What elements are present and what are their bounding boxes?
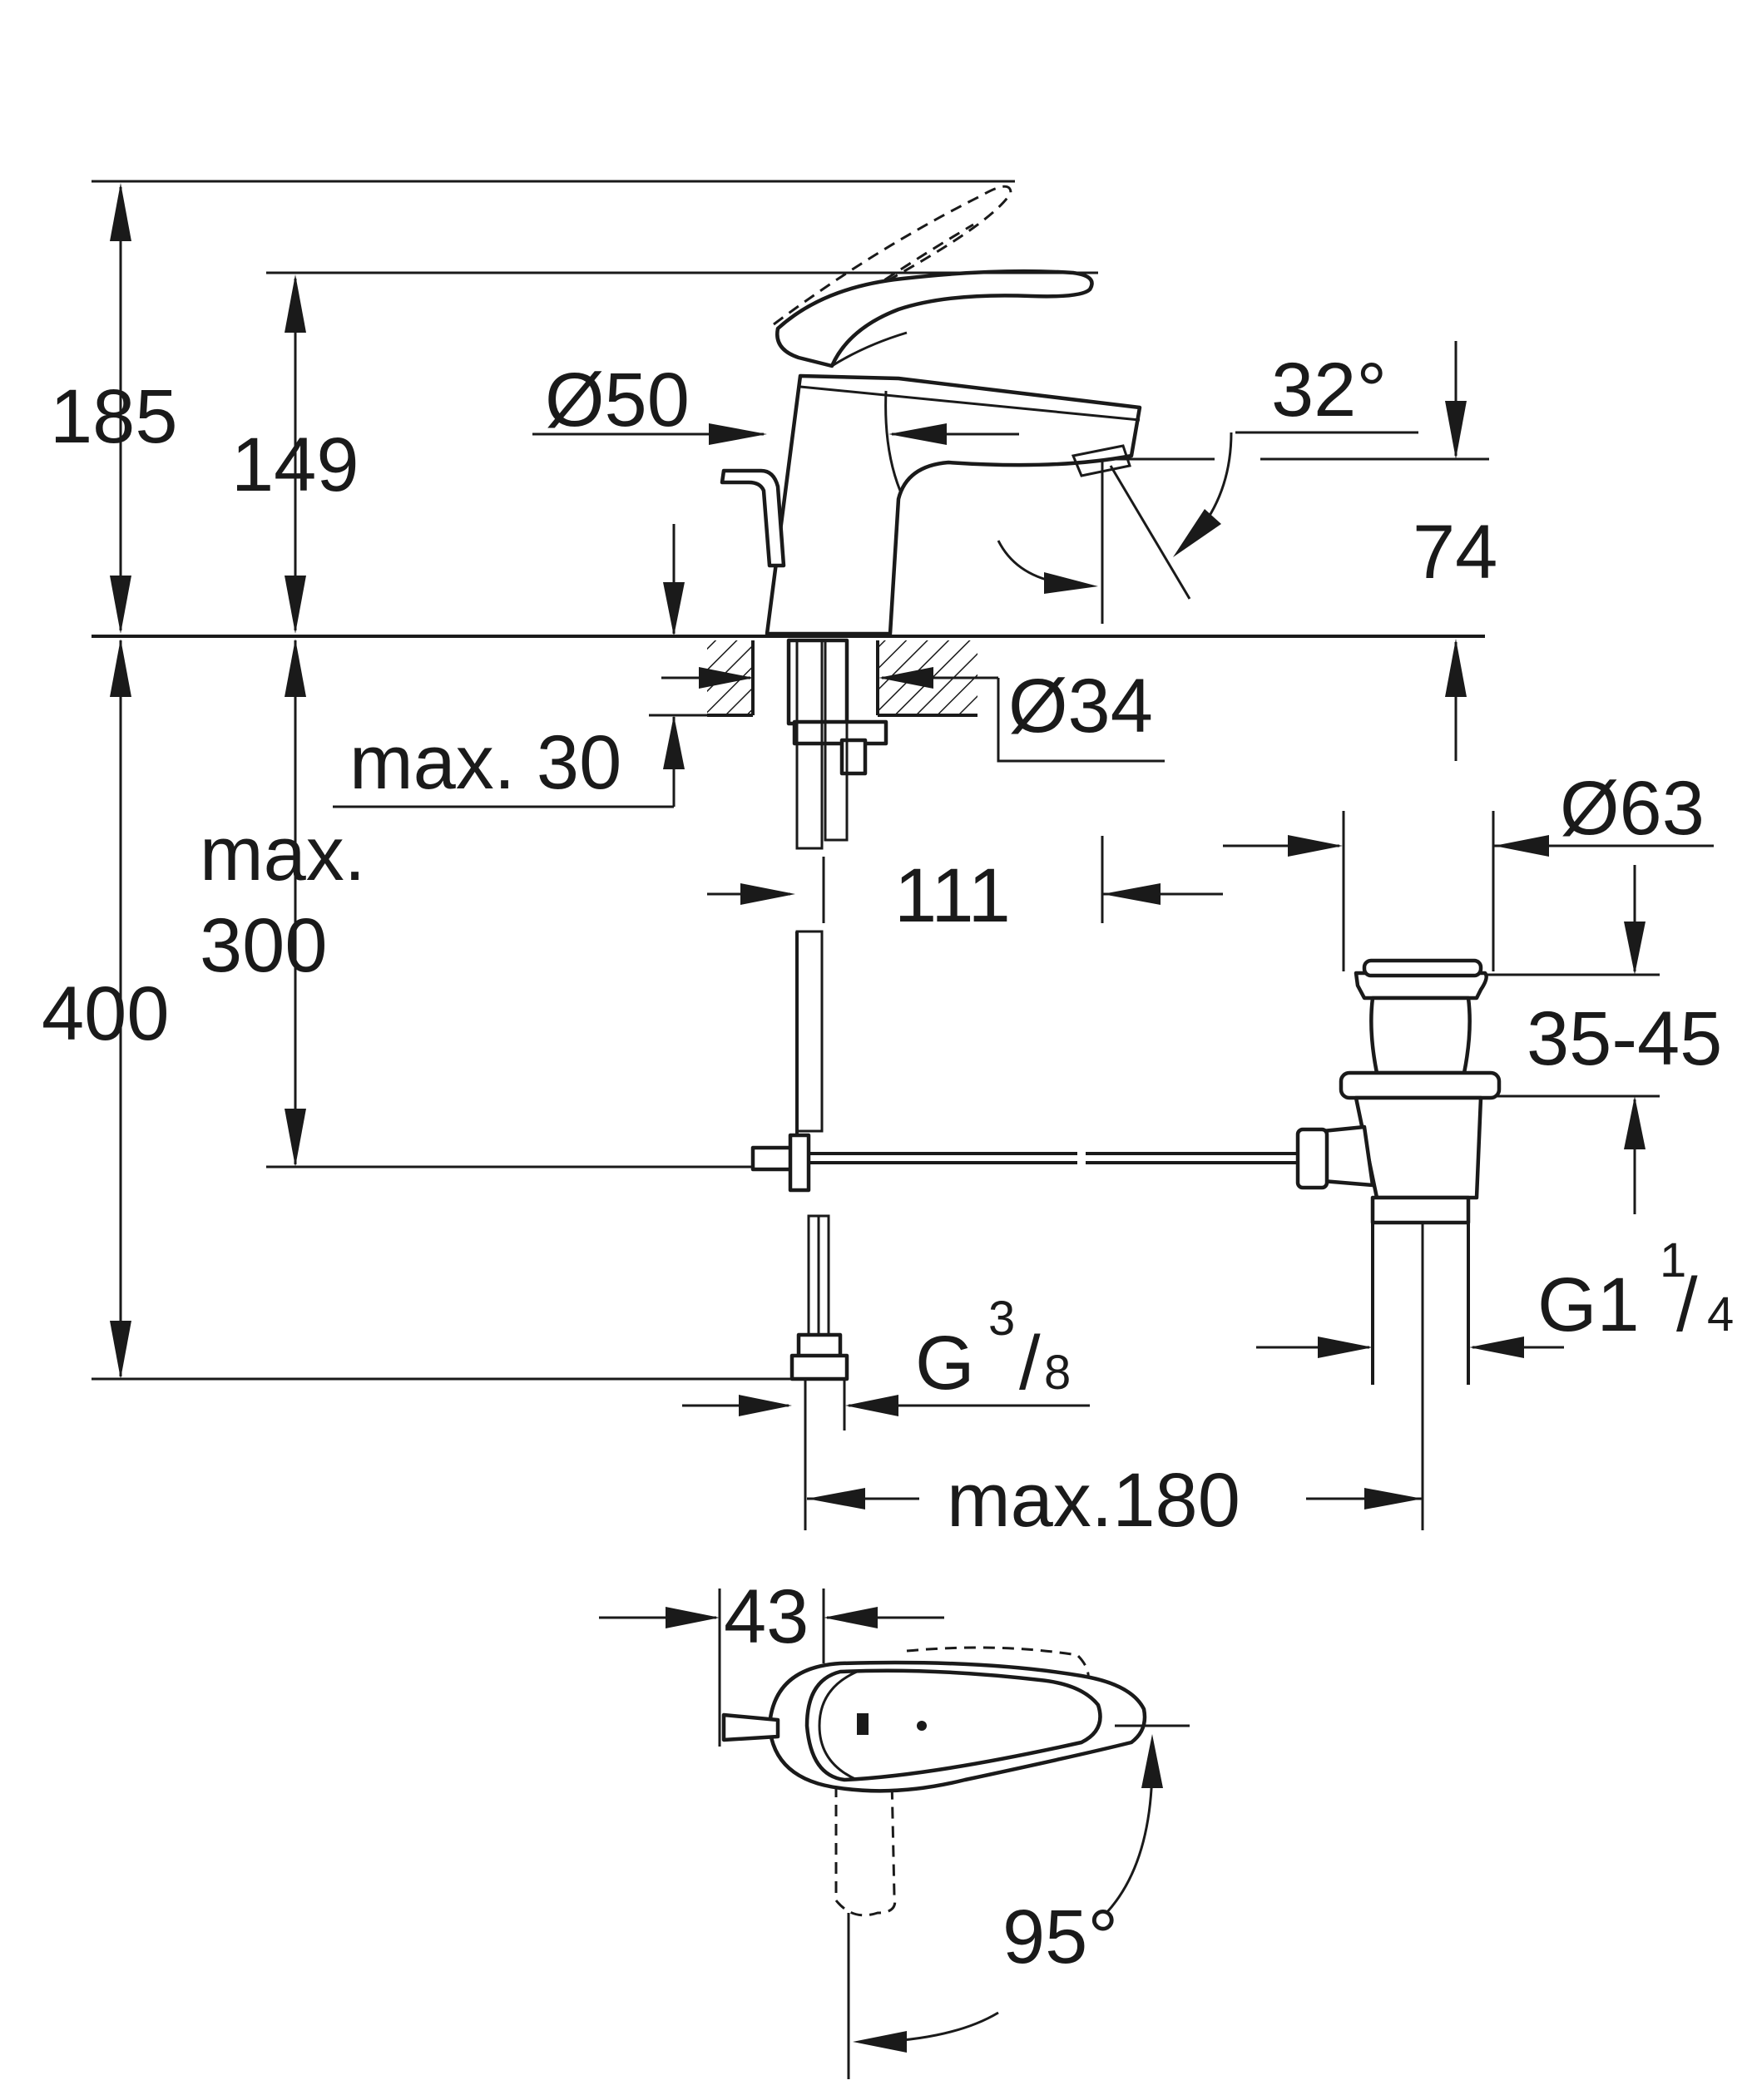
body-contour bbox=[884, 390, 902, 492]
indicator-mark bbox=[857, 1713, 869, 1735]
handle-rotated-outline bbox=[834, 1700, 897, 1917]
label-35-45: 35-45 bbox=[1527, 996, 1722, 1081]
arrow bbox=[709, 423, 767, 445]
lever-edge bbox=[831, 331, 908, 368]
arrow bbox=[285, 1109, 306, 1167]
arrow bbox=[110, 639, 131, 697]
arrow bbox=[853, 2031, 907, 2053]
arrow bbox=[663, 582, 685, 636]
label-d63: Ø63 bbox=[1560, 766, 1705, 851]
label-g1-den: 4 bbox=[1707, 1287, 1734, 1342]
label-400: 400 bbox=[42, 971, 170, 1056]
label-43: 43 bbox=[724, 1574, 809, 1659]
arrow bbox=[1624, 922, 1646, 975]
label-max: max. bbox=[200, 812, 365, 897]
arrow bbox=[878, 667, 933, 689]
arrow bbox=[824, 1607, 878, 1628]
dimension-labels: 185 149 Ø50 32° 74 Ø34 max. 30 max. 300 … bbox=[42, 348, 1734, 1979]
arrow bbox=[1624, 1096, 1646, 1149]
arrow bbox=[1102, 883, 1161, 905]
arrow bbox=[285, 576, 306, 634]
aerator bbox=[1071, 444, 1131, 477]
arrow bbox=[1044, 572, 1098, 594]
arrow bbox=[285, 639, 306, 697]
supply-hose-mid bbox=[795, 930, 824, 1133]
arrow bbox=[1445, 401, 1467, 459]
lever-handle bbox=[775, 269, 1094, 368]
label-185: 185 bbox=[50, 374, 178, 459]
arrow bbox=[1173, 509, 1221, 557]
arrow bbox=[1288, 835, 1343, 857]
arrow bbox=[739, 1395, 792, 1416]
label-149: 149 bbox=[231, 422, 359, 507]
arrow bbox=[807, 1488, 865, 1510]
dim-32-ray bbox=[1109, 465, 1191, 600]
arrow bbox=[110, 183, 131, 241]
arrow bbox=[1364, 1488, 1423, 1510]
supply-nut bbox=[789, 1353, 849, 1381]
arrow bbox=[1318, 1337, 1373, 1358]
arrow bbox=[845, 1395, 898, 1416]
dim-34-leader bbox=[997, 678, 1165, 763]
label-g-num: 3 bbox=[988, 1292, 1015, 1346]
label-g1: G1 bbox=[1537, 1262, 1640, 1347]
label-g1-slash: / bbox=[1676, 1262, 1698, 1347]
faucet-body bbox=[765, 373, 1142, 636]
supply-hose-upper bbox=[795, 639, 824, 850]
arrow bbox=[888, 423, 947, 445]
popup-lever bbox=[720, 468, 786, 568]
label-g-slash: / bbox=[1019, 1321, 1041, 1406]
dimension-lines bbox=[92, 180, 1714, 1530]
label-300: 300 bbox=[200, 903, 328, 988]
label-max180: max.180 bbox=[947, 1458, 1240, 1543]
rod-clamp-post bbox=[788, 1133, 811, 1193]
label-g: G bbox=[915, 1321, 975, 1406]
indicator-dot bbox=[917, 1721, 927, 1731]
label-95deg: 95° bbox=[1002, 1895, 1118, 1979]
popup-knob-top bbox=[721, 1712, 780, 1742]
label-32deg: 32° bbox=[1271, 348, 1387, 432]
arrow bbox=[110, 576, 131, 634]
waste-side-cap bbox=[1295, 1127, 1329, 1190]
label-g1-num: 1 bbox=[1660, 1233, 1686, 1287]
waste-plug bbox=[1362, 958, 1483, 978]
label-111: 111 bbox=[894, 853, 1011, 938]
waste-lower-body bbox=[1354, 1095, 1483, 1200]
body-inner-ring bbox=[818, 1670, 858, 1781]
arrow bbox=[110, 1321, 131, 1379]
label-d34: Ø34 bbox=[1008, 664, 1153, 749]
arrow bbox=[663, 715, 685, 769]
arrow bbox=[1445, 639, 1467, 697]
waste-side-port bbox=[1320, 1124, 1375, 1188]
fixing-nut bbox=[839, 738, 868, 776]
handle-top-dashed bbox=[906, 1646, 1090, 1689]
label-d50: Ø50 bbox=[545, 358, 690, 442]
waste-body bbox=[1369, 996, 1472, 1075]
arrow bbox=[740, 883, 795, 905]
lever-raised-outline bbox=[773, 185, 1012, 350]
waste-tailpiece-top bbox=[1370, 1195, 1471, 1225]
label-74: 74 bbox=[1413, 510, 1497, 595]
arrow bbox=[285, 274, 306, 333]
label-g-den: 8 bbox=[1044, 1346, 1071, 1400]
arrow bbox=[699, 667, 754, 689]
arrow bbox=[1469, 1337, 1524, 1358]
handle-top bbox=[804, 1668, 1102, 1782]
spout-top-line bbox=[799, 385, 1141, 422]
label-max30: max. 30 bbox=[349, 720, 621, 805]
faucet-top-view bbox=[599, 1589, 1190, 2079]
arrow bbox=[666, 1607, 720, 1628]
waste-assembly bbox=[1295, 958, 1502, 1385]
arrow bbox=[1141, 1734, 1163, 1788]
waste-nut bbox=[1339, 1070, 1502, 1100]
supply-hose-upper-2 bbox=[824, 639, 849, 842]
